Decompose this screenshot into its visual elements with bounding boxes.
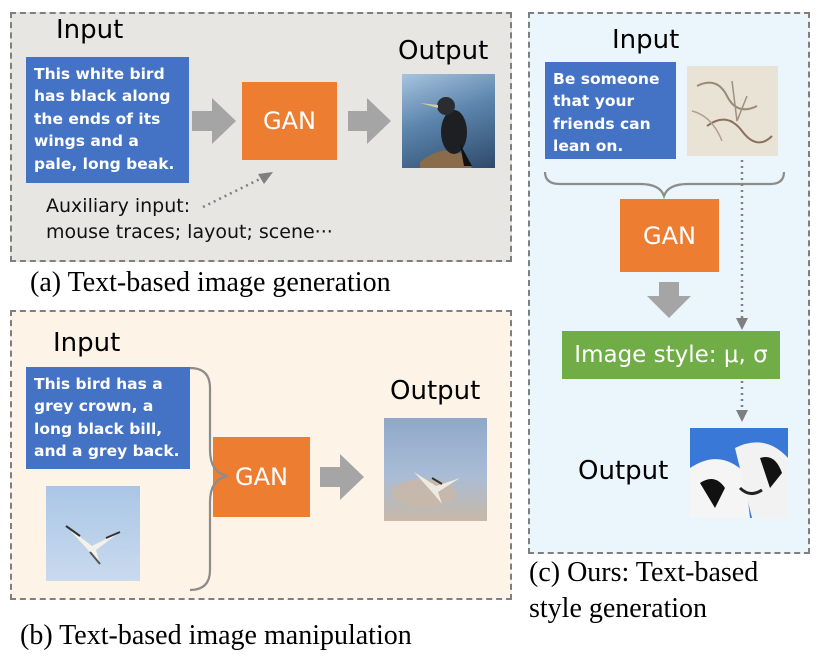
panel-c-input-label: Input bbox=[612, 25, 680, 55]
panel-c-text-input: Be someone that your friends can lean on… bbox=[545, 62, 676, 159]
panel-b-input-bird-image bbox=[46, 486, 140, 581]
panel-c-caption-line1: (c) Ours: Text-based bbox=[529, 557, 759, 588]
panel-b-text-input: This bird has a grey crown, a long black… bbox=[26, 367, 190, 469]
panel-b-gan-box: GAN bbox=[213, 437, 310, 517]
panel-b-output-label: Output bbox=[390, 376, 481, 406]
panel-c-gan-box: GAN bbox=[620, 199, 719, 272]
panel-c-output-cow-image bbox=[690, 428, 788, 518]
panel-c-output-label: Output bbox=[578, 456, 669, 486]
panel-b-caption: (b) Text-based image manipulation bbox=[20, 620, 412, 651]
panel-a-output-label: Output bbox=[398, 36, 489, 66]
panel-a-input-label: Input bbox=[56, 15, 124, 45]
panel-c-image-style-box: Image style: μ, σ bbox=[562, 331, 780, 379]
panel-a-aux-line1: Auxiliary input: bbox=[46, 195, 191, 217]
panel-b-input-label: Input bbox=[53, 328, 121, 358]
panel-c-style-sketch-image bbox=[687, 66, 778, 156]
panel-b-output-bird-image bbox=[384, 418, 487, 521]
panel-a-output-bird-image bbox=[402, 74, 495, 168]
panel-c-caption-line2: style generation bbox=[529, 593, 708, 624]
panel-a-text-input: This white bird has black along the ends… bbox=[26, 57, 189, 183]
panel-a-gan-box: GAN bbox=[242, 82, 337, 160]
panel-a-caption: (a) Text-based image generation bbox=[30, 267, 391, 298]
panel-a-aux-line2: mouse traces; layout; scene··· bbox=[46, 221, 333, 243]
